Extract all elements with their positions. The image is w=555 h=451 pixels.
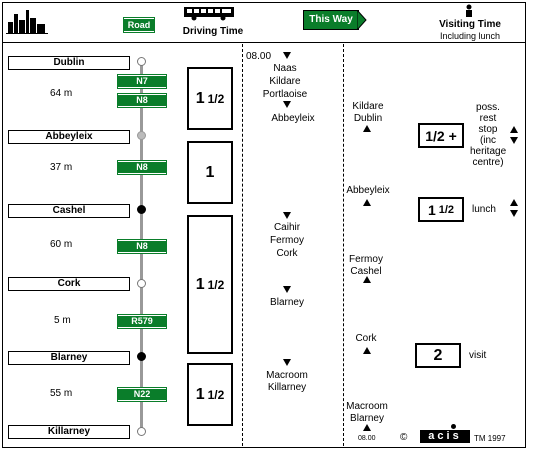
return-divider: [343, 44, 344, 446]
coach-bus-icon: [184, 7, 234, 21]
route-stop: Macroom: [266, 370, 308, 381]
node-cashel: [137, 205, 146, 214]
node-cork: [137, 279, 146, 288]
header-divider: [2, 42, 526, 43]
route-stop: Caihir: [273, 222, 301, 233]
route-stop: Portlaoise: [262, 89, 308, 100]
up-arrow-icon: [363, 347, 371, 354]
visit-note: lunch: [472, 204, 496, 215]
return-stop: Fermoy: [349, 254, 383, 265]
leg-distance: 37 m: [50, 162, 73, 173]
road-sign: N8: [117, 239, 167, 254]
return-stop: Dublin: [353, 113, 383, 124]
route-stop: Abbeyleix: [271, 113, 315, 124]
trademark-year: TM 1997: [474, 434, 506, 443]
town-label-blarney: Blarney: [8, 351, 130, 365]
visiting-time-subheader: Including lunch: [439, 31, 501, 41]
route-stop: Naas: [273, 63, 297, 74]
leg-distance: 55 m: [50, 388, 73, 399]
person-icon: [466, 4, 472, 17]
logo-dot-icon: [451, 424, 456, 429]
down-arrow-icon: [510, 137, 518, 144]
node-blarney: [137, 352, 146, 361]
road-sign: R579: [117, 314, 167, 329]
town-label-cork: Cork: [8, 277, 130, 291]
down-arrow-icon: [283, 359, 291, 366]
leg-distance: 64 m: [50, 88, 73, 99]
up-arrow-icon: [510, 199, 518, 206]
return-stop: Blarney: [350, 413, 384, 424]
driving-time-header: Driving Time: [182, 26, 244, 37]
road-sign: N8: [117, 160, 167, 175]
arrow-sign-tip-icon: [357, 10, 367, 30]
road-sign: N8: [117, 93, 167, 108]
this-way-sign: This Way: [303, 10, 359, 30]
town-label-cashel: Cashel: [8, 204, 130, 218]
return-stop: Cork: [355, 333, 377, 344]
route-stop: Cork: [276, 248, 298, 259]
down-arrow-icon: [283, 212, 291, 219]
return-stop: Cashel: [350, 266, 382, 277]
road-sign: N7: [117, 74, 167, 89]
route-divider: [242, 44, 243, 446]
visit-note: visit: [469, 350, 487, 361]
up-arrow-icon: [363, 125, 371, 132]
leg-distance: 60 m: [50, 239, 73, 250]
node-dublin: [137, 57, 146, 66]
visit-time-box: 1/2 +: [418, 123, 464, 148]
visit-time-box: 2: [415, 343, 461, 368]
road-sign: N22: [117, 387, 167, 402]
town-label-killarney: Killarney: [8, 425, 130, 439]
up-arrow-icon: [363, 199, 371, 206]
route-stop: Kildare: [269, 76, 301, 87]
route-stop: Blarney: [270, 297, 304, 308]
up-arrow-icon: [363, 276, 371, 283]
route-stop: Killarney: [267, 382, 307, 393]
visiting-time-header: Visiting Time: [439, 19, 501, 30]
return-stop: Macroom: [346, 401, 388, 412]
node-killarney: [137, 427, 146, 436]
route-stop: Fermoy: [270, 235, 304, 246]
leg-distance: 5 m: [54, 315, 71, 326]
return-stop: Abbeyleix: [346, 185, 390, 196]
return-stop: Kildare: [352, 101, 384, 112]
town-label-dublin: Dublin: [8, 56, 130, 70]
driving-time-box: 1: [187, 141, 233, 204]
down-arrow-icon: [283, 286, 291, 293]
up-arrow-icon: [510, 126, 518, 133]
up-arrow-icon: [363, 424, 371, 431]
start-time: 08.00: [246, 51, 272, 62]
copyright-symbol: ©: [400, 432, 408, 443]
down-arrow-icon: [510, 210, 518, 217]
road-key: Road: [123, 17, 155, 33]
diagram-frame: [2, 2, 526, 448]
down-arrow-icon: [283, 101, 291, 108]
town-label-abbeyleix: Abbeyleix: [8, 130, 130, 144]
down-arrow-icon: [283, 52, 291, 59]
node-abbeyleix: [137, 131, 146, 140]
acis-logo: acis: [420, 430, 470, 443]
end-time: 08.00: [358, 435, 376, 442]
city-skyline-icon: [6, 10, 48, 34]
